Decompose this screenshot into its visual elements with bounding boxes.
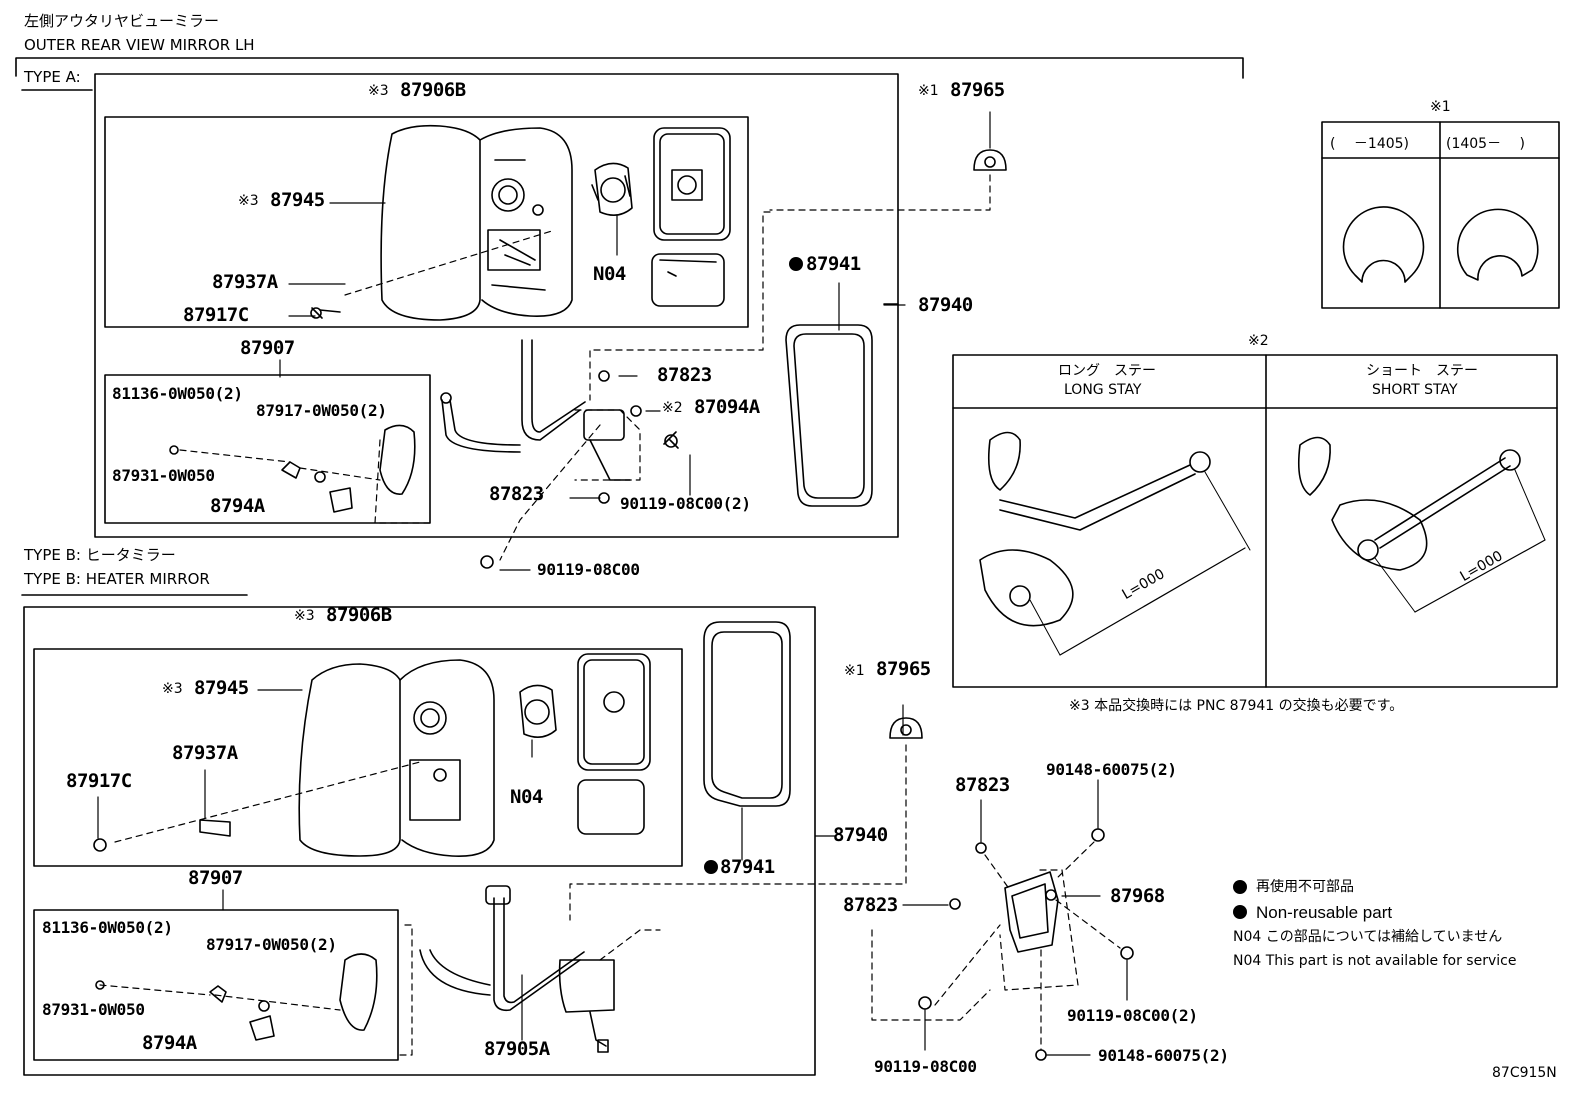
type-b-label-jp: TYPE B: ヒータミラー [24,546,176,564]
a-87965-mark: ※1 [918,83,939,99]
a-87917-0w050-label: 87917-0W050(2) [256,401,387,420]
a-87094a-label: 87094A [694,396,760,418]
type-b-dashed [99,744,907,1056]
b-8794a-label: 8794A [142,1032,197,1054]
legend-n04-jp: N04 この部品については補給していません [1233,929,1503,945]
b-87906b-label: 87906B [326,604,392,626]
legend-bullets [704,257,1247,919]
b-87905a-label: 87905A [484,1038,550,1060]
type-a-stay-arm [440,339,631,481]
a-87931-label: 87931-0W050 [112,466,215,485]
br-90148-a-label: 90148-60075(2) [1046,760,1177,779]
a-81136-label: 81136-0W050(2) [112,384,243,403]
a-87917c-label: 87917C [183,304,249,326]
type-a-leaders [279,202,906,571]
note2-box [952,354,1558,688]
b-87907-label: 87907 [188,867,243,889]
note2-short-jp: ショート ステー [1366,363,1478,379]
note1-col1: ( －1405) [1330,136,1410,152]
br-87823-a-label: 87823 [955,774,1010,796]
type-b-hardware [93,819,378,1041]
note2-mark: ※2 [1248,333,1269,349]
title-en: OUTER REAR VIEW MIRROR LH [24,36,255,54]
a-8794a-label: 8794A [210,495,265,517]
a-87906b-label: 87906B [400,79,466,101]
b-81136-label: 81136-0W050(2) [42,918,173,937]
type-b-stay-arm [419,885,615,1053]
title-jp: 左側アウタリヤビューミラー [24,12,220,30]
b-n04-label: N04 [510,786,543,808]
a-87906b-mark: ※3 [368,83,389,99]
a-87823-top-label: 87823 [657,364,712,386]
note1-col2: (1405－ ) [1446,136,1526,152]
b-87965-label: 87965 [876,658,931,680]
br-87968-label: 87968 [1110,885,1165,907]
bracket-dashed [871,841,1121,1051]
note2-long-jp: ロング ステー [1058,363,1156,379]
b-87945-mark: ※3 [162,681,183,697]
type-a-cap [973,111,1007,171]
figure-code: 87C915N [1492,1065,1557,1081]
a-90119-label: 90119-08C00 [537,560,640,579]
type-a-hardware [169,424,416,513]
type-b-label-en: TYPE B: HEATER MIRROR [24,570,210,588]
type-b-leaders [97,689,904,1041]
title-bracket [15,57,1244,91]
type-b-frames [21,594,837,1076]
a-87965-label: 87965 [950,79,1005,101]
legend-n04-en: N04 This part is not available for servi… [1233,953,1517,969]
type-b-mirror-housing [298,659,495,857]
b-87941-label: 87941 [720,856,775,878]
b-87965-mark: ※1 [844,663,865,679]
b-87906b-mark: ※3 [294,608,315,624]
a-87940-label: 87940 [918,294,973,316]
type-a-frame-mirror [785,324,873,507]
type-b-mirror-glass [577,653,651,835]
note3-text: ※3 本品交換時には PNC 87941 の交換も必要です。 [1069,698,1404,714]
a-87945-mark: ※3 [238,193,259,209]
legend-nonreuse-jp: 再使用不可部品 [1256,879,1354,895]
type-a-mirror-housing [380,124,573,321]
note1-box [1321,121,1560,309]
a-87945-label: 87945 [270,189,325,211]
legend-nonreuse-en: Non-reusable part [1256,903,1393,922]
a-90119-2-label: 90119-08C00(2) [620,494,751,513]
b-87917-0w050-label: 87917-0W050(2) [206,935,337,954]
b-87940-label: 87940 [833,824,888,846]
br-87823-b-label: 87823 [843,894,898,916]
bracket-leaders [902,779,1128,1056]
type-b-motor [519,684,557,738]
br-90119-label: 90119-08C00 [874,1057,977,1076]
type-a-fasteners [310,307,679,569]
br-90148-b-label: 90148-60075(2) [1098,1046,1229,1065]
a-87937a-label: 87937A [212,271,278,293]
a-n04-label: N04 [593,263,626,285]
a-87094a-mark: ※2 [662,400,683,416]
a-87823-bot-label: 87823 [489,483,544,505]
note2-long-en: LONG STAY [1064,382,1142,398]
bracket-group [918,828,1134,1061]
type-a-motor [591,162,633,216]
a-87941-label: 87941 [806,253,861,275]
type-a-label: TYPE A: [24,68,81,86]
b-87917c-label: 87917C [66,770,132,792]
note1-mark: ※1 [1430,99,1451,115]
b-87945-label: 87945 [194,677,249,699]
note2-short-en: SHORT STAY [1372,382,1458,398]
br-90119-2-label: 90119-08C00(2) [1067,1006,1198,1025]
type-a-mirror-glass [651,127,731,307]
b-87931-label: 87931-0W050 [42,1000,145,1019]
type-b-frame-mirror [703,621,791,807]
b-87937a-label: 87937A [172,742,238,764]
type-b-cap [889,717,923,739]
a-87907-label: 87907 [240,337,295,359]
